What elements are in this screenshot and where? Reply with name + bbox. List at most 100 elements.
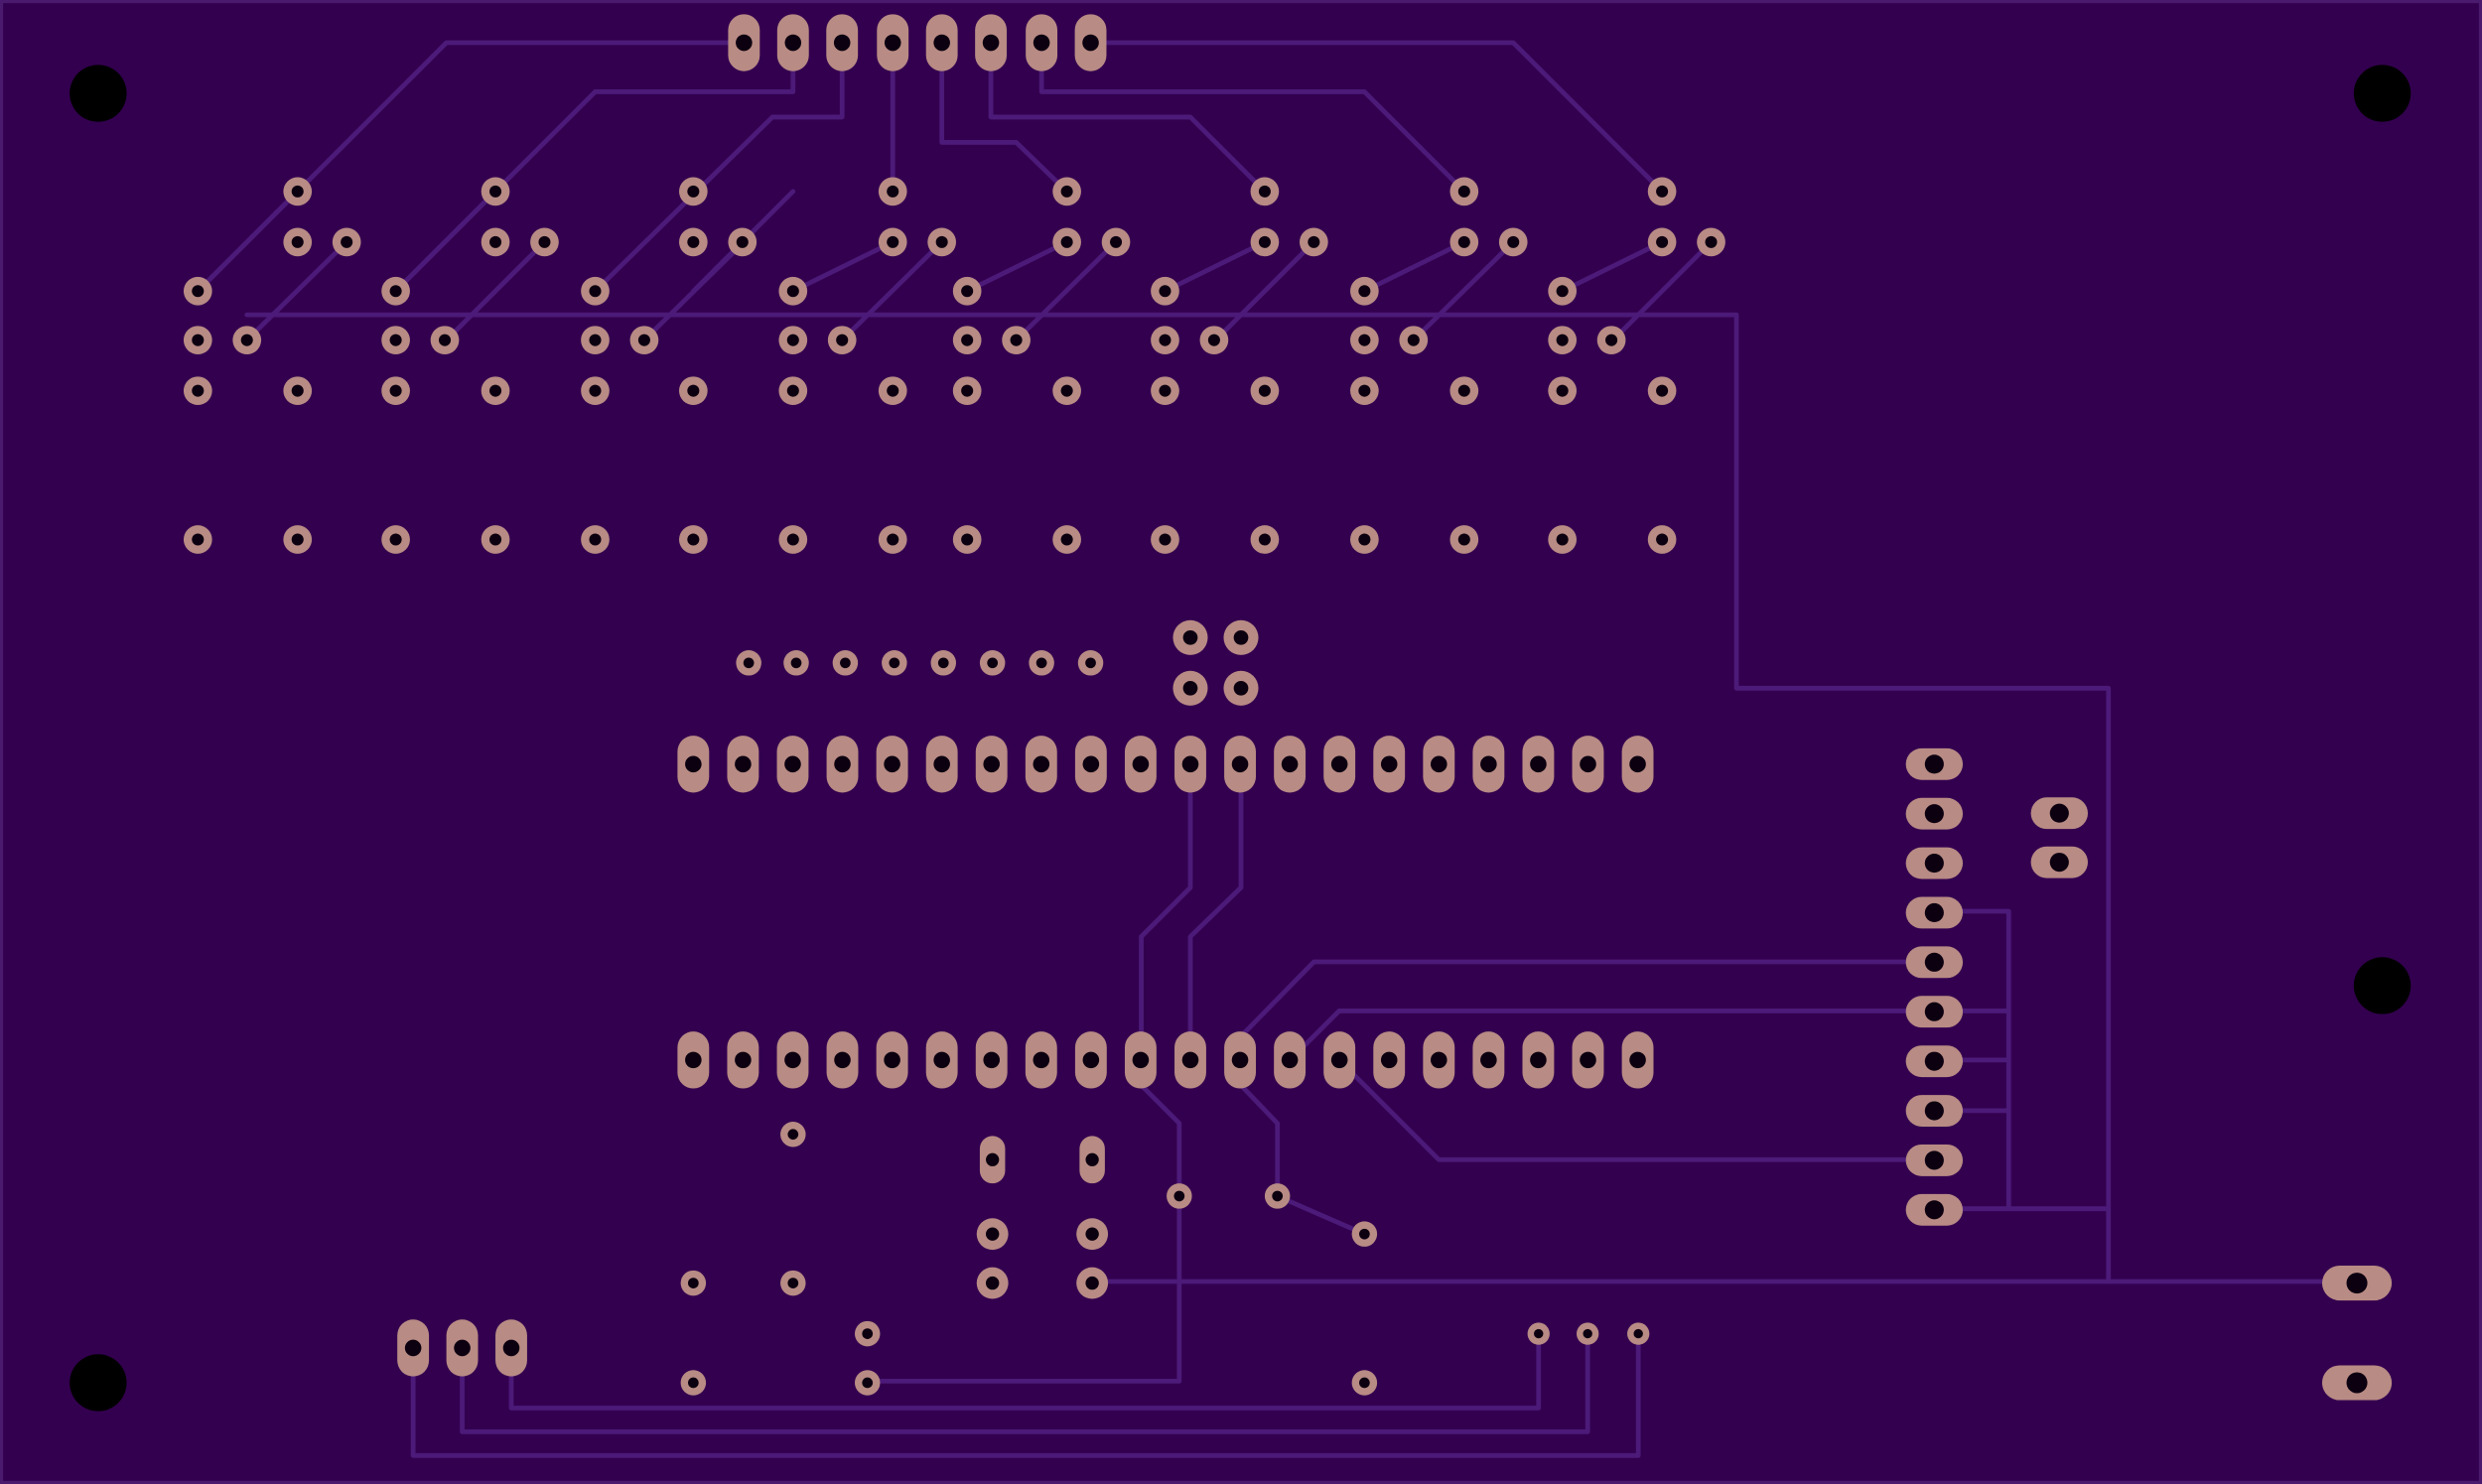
dip-pad-bottom	[727, 1031, 759, 1089]
capacitor-pad	[976, 1218, 1009, 1251]
header-top-pad	[925, 14, 958, 71]
component-pad	[1351, 1370, 1378, 1396]
jumper-pad	[1172, 619, 1208, 655]
trace-ic-c	[1238, 959, 1937, 1039]
mounting-hole	[2353, 65, 2412, 122]
dip-pad-top	[727, 736, 759, 793]
dip-pad-top	[776, 736, 809, 793]
matrix-pad	[629, 326, 659, 355]
trace-matrix	[1560, 239, 1665, 294]
matrix-pad	[678, 177, 708, 206]
matrix-pad	[1052, 525, 1081, 554]
crystal-pad	[979, 1136, 1006, 1184]
matrix-pad	[183, 525, 212, 554]
matrix-pad	[1449, 227, 1479, 257]
header-right-pad	[1905, 1045, 1964, 1078]
matrix-pad	[1199, 326, 1229, 355]
capacitor-pad	[976, 1267, 1009, 1299]
matrix-pad	[381, 326, 410, 355]
matrix-pad	[283, 376, 313, 406]
matrix-pad	[878, 227, 907, 257]
dip-pad-top	[1323, 736, 1356, 793]
matrix-pad	[1548, 525, 1578, 554]
dip-pad-bottom	[876, 1031, 908, 1089]
power-connector-pad	[495, 1319, 527, 1377]
matrix-pad	[1449, 525, 1479, 554]
matrix-pad	[1548, 276, 1578, 306]
header-right-pad	[1905, 797, 1964, 830]
header-top-pad	[877, 14, 909, 71]
component-pad	[680, 1370, 707, 1396]
matrix-pad	[530, 227, 559, 257]
matrix-pad	[1350, 376, 1379, 406]
matrix-pad	[1697, 227, 1725, 257]
regulator-pad	[1577, 1322, 1599, 1345]
matrix-pad	[778, 276, 808, 306]
matrix-pad	[878, 525, 907, 554]
matrix-pad	[581, 326, 610, 355]
matrix-pad	[283, 227, 313, 257]
regulator-pad	[1627, 1322, 1650, 1345]
trace-header-8	[1088, 40, 1665, 195]
header-top-pad	[1026, 14, 1058, 71]
mounting-hole-layer	[69, 65, 2412, 1412]
matrix-pad	[1052, 177, 1081, 206]
jumper-pad	[1223, 670, 1259, 706]
component-pad	[854, 1370, 881, 1396]
dip-pad-top	[1522, 736, 1555, 793]
dip-pad-top	[876, 736, 908, 793]
component-pad	[854, 1320, 881, 1347]
matrix-pad	[581, 525, 610, 554]
matrix-pad	[481, 376, 510, 406]
component-pad	[780, 1270, 806, 1296]
matrix-pad	[1647, 376, 1677, 406]
matrix-pad	[1151, 326, 1179, 355]
matrix-pad	[1151, 376, 1179, 406]
dip-pad-top	[975, 736, 1008, 793]
header-top-pad	[975, 14, 1008, 71]
matrix-pad	[1399, 326, 1429, 355]
matrix-pad	[381, 276, 410, 306]
trace-power-3	[410, 1331, 1641, 1458]
header-right-pad	[1905, 996, 1964, 1028]
matrix-pad	[1647, 177, 1677, 206]
trace-matrix	[790, 239, 896, 294]
trace-layer	[195, 40, 2360, 1458]
matrix-pad	[1548, 326, 1578, 355]
dip-pad-top	[1274, 736, 1307, 793]
resistor-pad	[930, 650, 957, 676]
matrix-pad	[1151, 276, 1179, 306]
dip-pad-top	[1621, 736, 1654, 793]
dip-pad-top	[826, 736, 859, 793]
matrix-pad	[1647, 525, 1677, 554]
resistor-pad	[1077, 650, 1104, 676]
header-top-pad	[826, 14, 859, 71]
matrix-pad	[1151, 525, 1179, 554]
matrix-pad	[728, 227, 758, 257]
dip-pad-bottom	[1373, 1031, 1406, 1089]
component-pad	[780, 1122, 806, 1147]
trace-ic-d	[1288, 1009, 1937, 1063]
dip-pad-bottom	[1323, 1031, 1356, 1089]
dip-pad-bottom	[1522, 1031, 1555, 1089]
dip-pad-bottom	[776, 1031, 809, 1089]
trace-power-1	[508, 1331, 1542, 1411]
dip-pad-bottom	[677, 1031, 710, 1089]
matrix-pad	[878, 376, 907, 406]
trace-matrix	[839, 239, 945, 343]
matrix-pad	[581, 376, 610, 406]
crystal-pad	[1079, 1136, 1105, 1184]
header-right-pad	[1905, 747, 1964, 780]
header-top-pad	[1074, 14, 1107, 71]
capacitor-pad	[1076, 1218, 1109, 1251]
matrix-pad	[1350, 326, 1379, 355]
trace-matrix	[1014, 239, 1119, 343]
matrix-pad	[778, 326, 808, 355]
matrix-pad	[1101, 227, 1131, 257]
power-pad	[2321, 1266, 2393, 1301]
header-right-pad	[1905, 1144, 1964, 1176]
matrix-pad	[1250, 376, 1280, 406]
resistor-pad	[882, 650, 907, 676]
matrix-pad	[1449, 376, 1479, 406]
